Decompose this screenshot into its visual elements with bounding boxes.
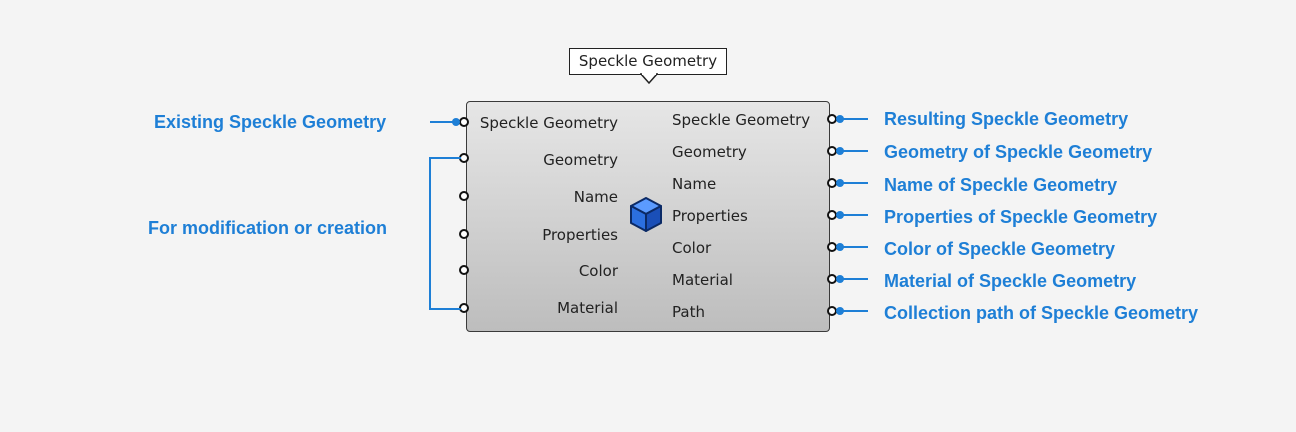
bracket-top [429,157,461,159]
connector-dot-properties [836,211,844,219]
output-label-material: Material [672,271,733,289]
annotation-collection-path-of-speckle-geometry: Collection path of Speckle Geometry [884,303,1199,323]
input-port-speckle-geometry[interactable] [459,117,469,127]
annotation-color-of-speckle-geometry: Color of Speckle Geometry [884,239,1116,259]
connector-resulting [838,118,868,120]
output-label-speckle-geometry: Speckle Geometry [672,111,811,129]
output-label-properties: Properties [672,207,748,225]
input-label-speckle-geometry: Speckle Geometry [479,114,618,132]
annotation-geometry-of-speckle-geometry: Geometry of Speckle Geometry [884,142,1153,162]
tooltip-pointer [640,73,658,85]
component-tooltip: Speckle Geometry [569,48,727,75]
annotation-properties-of-speckle-geometry: Properties of Speckle Geometry [884,207,1158,227]
input-label-color: Color [578,262,618,280]
output-label-geometry: Geometry [672,143,747,161]
input-label-properties: Properties [542,226,618,244]
output-label-name: Name [672,175,717,193]
input-port-color[interactable] [459,265,469,275]
bracket-vertical [429,157,431,310]
connector-existing [430,121,456,123]
annotation-existing-speckle-geometry: Existing Speckle Geometry [154,112,387,132]
output-label-color: Color [672,239,712,257]
connector-dot-resulting [836,115,844,123]
connector-dot-material [836,275,844,283]
bracket-bottom [429,308,461,310]
speckle-cube-icon [630,197,662,232]
connector-dot-name [836,179,844,187]
connector-dot-color [836,243,844,251]
annotation-material-of-speckle-geometry: Material of Speckle Geometry [884,271,1137,291]
connector-properties [838,214,868,216]
output-label-path: Path [672,303,705,321]
connector-name [838,182,868,184]
input-label-name: Name [573,188,618,206]
input-label-material: Material [557,299,618,317]
connector-dot-geometry [836,147,844,155]
connector-material [838,278,868,280]
annotation-for-modification-or-creation: For modification or creation [148,218,388,238]
input-port-name[interactable] [459,191,469,201]
connector-color [838,246,868,248]
connector-dot-existing [452,118,460,126]
connector-geometry [838,150,868,152]
annotation-name-of-speckle-geometry: Name of Speckle Geometry [884,175,1118,195]
annotation-resulting-speckle-geometry: Resulting Speckle Geometry [884,109,1129,129]
connector-dot-path [836,307,844,315]
connector-path [838,310,868,312]
input-port-properties[interactable] [459,229,469,239]
input-label-geometry: Geometry [543,151,618,169]
